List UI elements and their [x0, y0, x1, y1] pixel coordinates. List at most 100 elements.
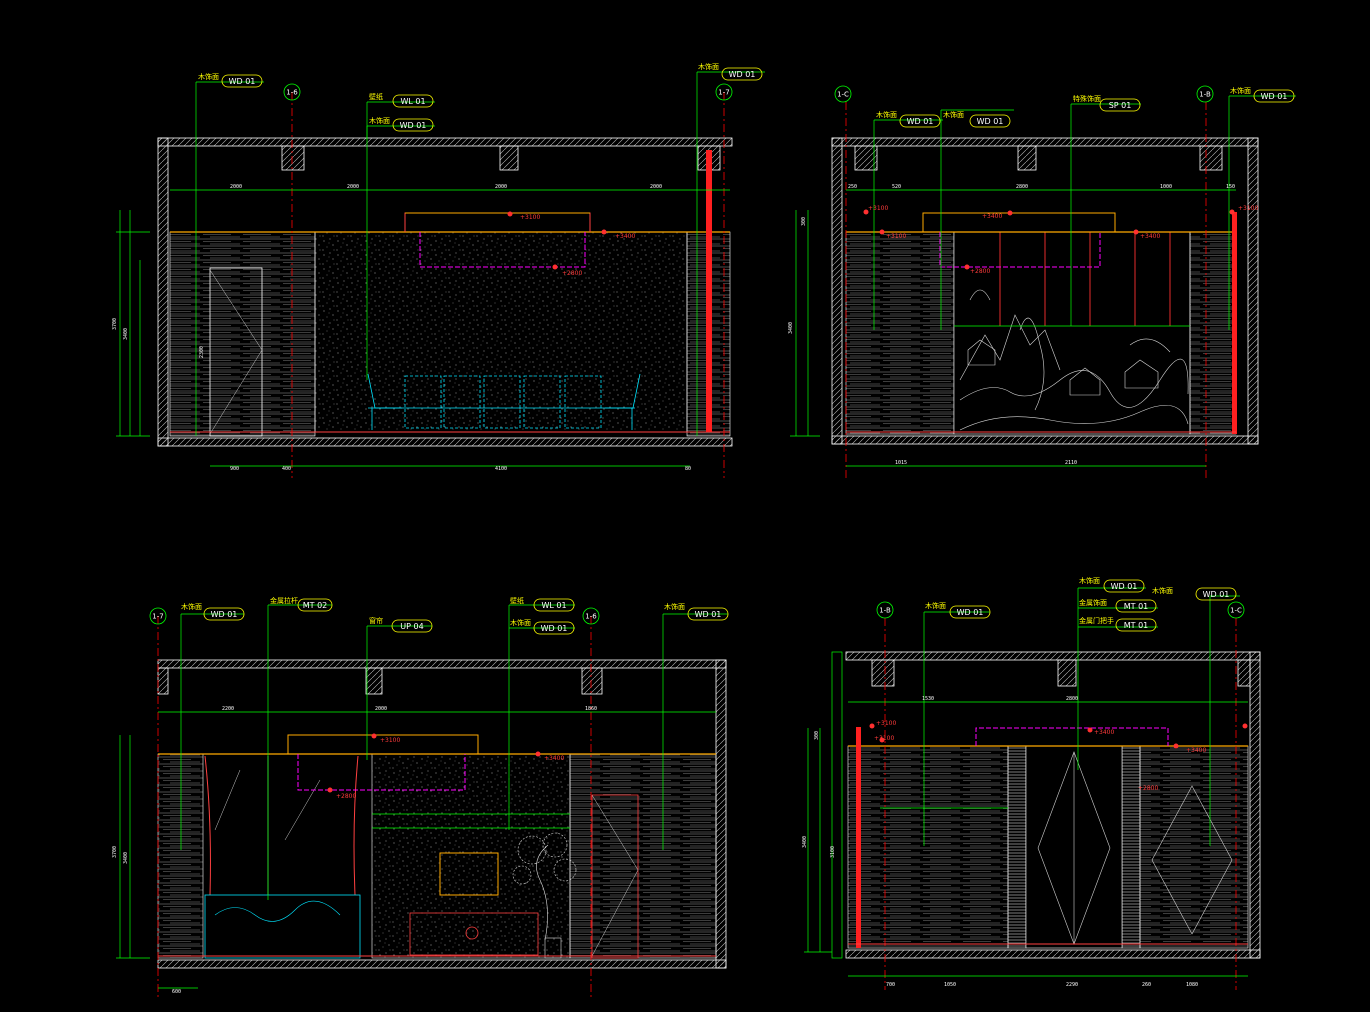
vertical-strips — [999, 232, 1171, 326]
tag-label: 木饰面 — [876, 110, 897, 119]
ceiling-light-trough — [297, 754, 466, 791]
door-swing — [591, 869, 639, 957]
dimension-label: 300 — [801, 217, 807, 226]
material-tag: 木饰面 WD 01 — [196, 72, 264, 88]
window-seat — [204, 894, 361, 959]
tag-label: 壁纸 — [510, 596, 524, 605]
dimension-label: 3400 — [788, 322, 794, 334]
tag-label: 木饰面 — [664, 602, 685, 611]
left-wall — [157, 137, 169, 447]
material-tag: 金属拉杆 MT 02 — [268, 596, 333, 612]
level-label: +3100 — [380, 737, 400, 744]
dimension-label: 250 — [848, 184, 857, 190]
axis-bubble: 1-7 — [715, 83, 733, 101]
tag-label: 金属饰面 — [1079, 598, 1107, 607]
leader-lines — [116, 605, 716, 989]
beam — [1199, 145, 1223, 171]
column-section — [856, 727, 861, 948]
wood-panel-right — [569, 753, 717, 959]
level-markers — [863, 209, 1235, 270]
material-tag: 金属饰面 MT 01 — [1078, 598, 1158, 613]
beam — [499, 145, 519, 171]
dimension-label: 2300 — [199, 346, 205, 358]
ceiling-recess — [404, 212, 591, 232]
dimension-label: 3400 — [123, 852, 129, 864]
tag-label: 木饰面 — [510, 618, 531, 627]
tag-label: 木饰面 — [943, 110, 964, 119]
level-markers — [869, 723, 1248, 749]
wood-panel — [847, 745, 1009, 949]
wood-panel — [1139, 745, 1249, 949]
dimension-label: 400 — [282, 466, 291, 472]
tag-code: MT 01 — [1124, 621, 1149, 630]
wallpaper-area — [371, 753, 571, 959]
material-tag: 木饰面 WD 01 — [1078, 576, 1146, 593]
level-markers — [507, 211, 607, 270]
tag-code: WD 01 — [977, 117, 1004, 126]
axis-label: 1-C — [1230, 607, 1242, 615]
dimension-label: 2000 — [230, 184, 242, 190]
dimension-label: 520 — [892, 184, 901, 190]
dimension-label: 700 — [886, 982, 895, 988]
tag-code: WL 01 — [541, 601, 566, 610]
beam — [365, 667, 383, 695]
beam — [871, 659, 895, 687]
dimension-label: 2290 — [1066, 982, 1078, 988]
door — [591, 794, 639, 959]
floor-slab — [157, 959, 727, 969]
axis-label: 1-B — [879, 607, 891, 615]
right-wall — [1247, 137, 1259, 445]
tag-code: WD 01 — [400, 121, 427, 130]
axis-bubble: 1-B — [876, 601, 894, 619]
wood-panel-left — [845, 231, 955, 435]
tag-code: WD 01 — [1261, 92, 1288, 101]
dimension-label: 1015 — [895, 460, 907, 466]
material-tag: 木饰面 WD 01 — [697, 62, 765, 81]
tag-code: WD 01 — [541, 624, 568, 633]
dimension-label: 2000 — [650, 184, 662, 190]
wood-panel-left — [157, 753, 204, 959]
leader-lines — [790, 96, 1236, 467]
dimension-label: 3100 — [830, 846, 836, 858]
tag-code: WD 01 — [729, 70, 756, 79]
level-label: +3400 — [982, 213, 1002, 220]
axis-label: 1-6 — [585, 613, 597, 621]
material-tag: 窗帘 UP 04 — [367, 616, 433, 633]
axis-label: 1-C — [837, 91, 849, 99]
axis-bubble: 1-7 — [149, 607, 167, 625]
dimension-label: 900 — [230, 466, 239, 472]
dimension-label: 4100 — [495, 466, 507, 472]
ceiling-slab — [157, 137, 733, 147]
tag-code: MT 01 — [1124, 602, 1149, 611]
axis-bubble: 1-6 — [283, 83, 301, 101]
bonsai-tree — [512, 832, 577, 959]
tag-label: 金属拉杆 — [270, 596, 298, 605]
tag-code: WD 01 — [211, 610, 238, 619]
material-tag: 木饰面 WD 01 — [874, 110, 943, 128]
level-label: +3100 — [1238, 205, 1258, 212]
ceiling-slab — [831, 137, 1259, 147]
ceiling-slab — [157, 659, 727, 669]
feature-panel — [953, 231, 1191, 435]
beam — [157, 667, 169, 695]
dimension-label: 1050 — [944, 982, 956, 988]
material-tag: 木饰面 WD 01 — [941, 109, 1014, 128]
tag-code: WD 01 — [1111, 582, 1138, 591]
material-tag: 木饰面 WD 01 — [509, 618, 575, 635]
right-wall — [715, 659, 727, 969]
tag-label: 金属门把手 — [1079, 616, 1114, 625]
level-label: +3400 — [544, 755, 564, 762]
tag-code: SP 01 — [1109, 101, 1132, 110]
tag-label: 木饰面 — [1230, 86, 1251, 95]
dimension-label: 2000 — [495, 184, 507, 190]
metal-strip — [1007, 745, 1027, 949]
tag-code: WD 01 — [957, 608, 984, 617]
dimension-label: 1530 — [922, 696, 934, 702]
axis-label: 1-B — [1199, 91, 1211, 99]
level-label: +3100 — [520, 214, 540, 221]
tag-label: 窗帘 — [369, 616, 383, 625]
leader-lines — [116, 72, 730, 467]
dimension-label: 2110 — [1065, 460, 1077, 466]
axis-bubble: 1-C — [1227, 601, 1245, 619]
